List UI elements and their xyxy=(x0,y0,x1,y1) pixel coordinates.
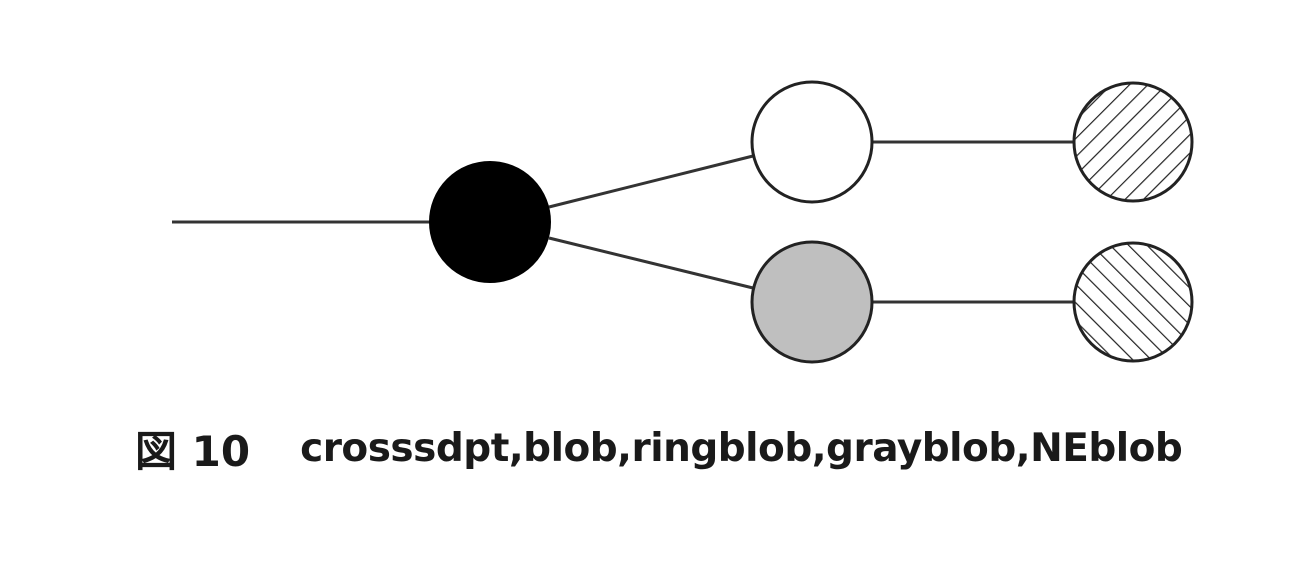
hatched-blob-node-bottom xyxy=(1072,241,1194,363)
figure-number: 図 10 xyxy=(135,426,251,476)
ring-blob-node xyxy=(750,80,874,204)
black-blob-node xyxy=(429,161,551,283)
edge-to-ring xyxy=(548,154,754,209)
figure-caption: 図 10 crosssdpt,blob,ringblob,grayblob,NE… xyxy=(135,418,1183,478)
edge-to-gray xyxy=(548,236,754,290)
gray-blob-node xyxy=(750,240,874,364)
figure-caption-text: crosssdpt,blob,ringblob,grayblob,NEblob xyxy=(300,425,1183,471)
hatched-blob-node-top xyxy=(1072,81,1194,203)
